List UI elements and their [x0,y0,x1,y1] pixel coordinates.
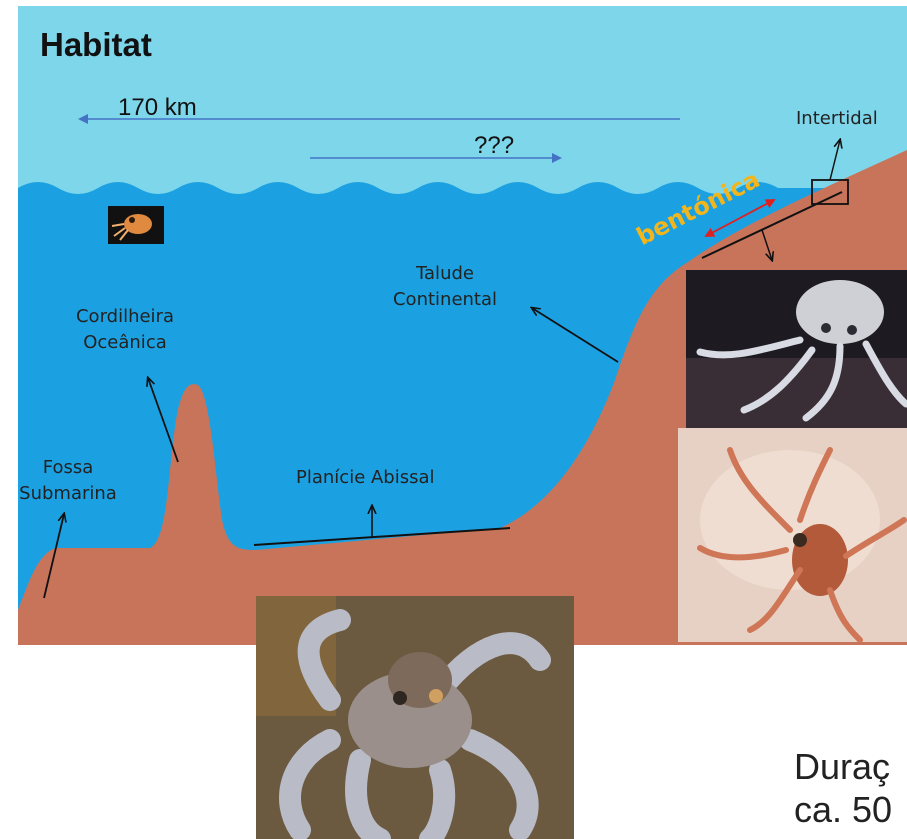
adult-octopus-photo [256,596,574,839]
slope-label-line2: Continental [390,288,500,312]
ridge-label-line1: Cordilheira [70,305,180,329]
duration-line1: Duraç [794,745,892,788]
slope-label-line1: Talude [390,262,500,286]
juvenile-photo-hand [678,428,907,642]
paralarva-photo [108,206,164,244]
duration-text: Duraç ca. 50 [794,745,892,831]
trench-label-line2: Submarina [18,482,118,506]
intertidal-label: Intertidal [796,107,878,131]
unknown-distance-label: ??? [474,132,514,160]
page-title: Habitat [40,26,152,64]
drift-distance-label: 170 km [118,94,197,122]
ridge-label-line2: Oceânica [70,331,180,355]
juvenile-photo-rock [686,270,907,428]
duration-line2: ca. 50 [794,788,892,831]
trench-label-line1: Fossa [18,456,118,480]
abyssal-plain-label: Planície Abissal [296,466,435,490]
